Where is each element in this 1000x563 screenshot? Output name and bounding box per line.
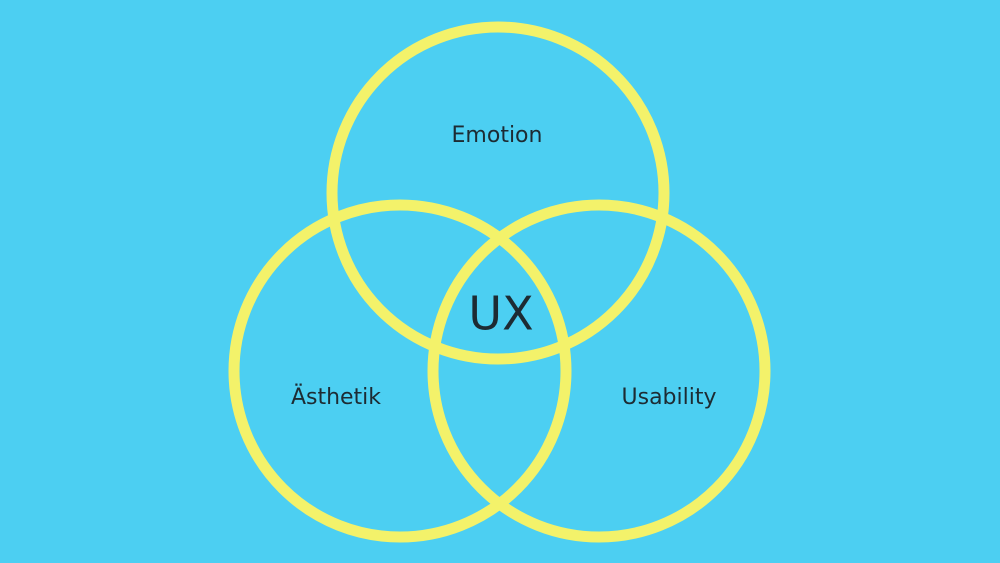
label-ux-center: UX [468,287,533,341]
circle-emotion [326,21,670,365]
circle-asthetik [228,199,572,543]
label-emotion: Emotion [452,123,543,148]
label-asthetik: Ästhetik [291,384,381,410]
circle-usability [427,199,771,543]
label-usability: Usability [622,385,717,410]
